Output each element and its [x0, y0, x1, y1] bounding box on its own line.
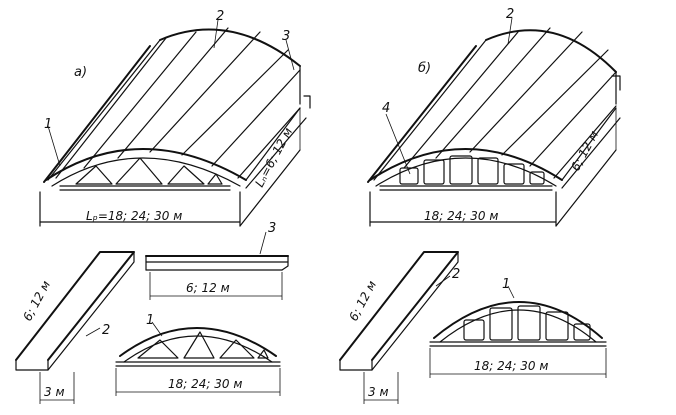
slab-left-length: 6; 12 м [20, 278, 53, 323]
front-truss-a [59, 157, 231, 191]
front-truss-b [379, 155, 553, 191]
truss-rect-callout: 1 [502, 277, 510, 292]
panel-b-letter: б) [418, 61, 431, 76]
roof-slabs-b [367, 27, 617, 187]
slab-left-width: 3 м [44, 385, 65, 399]
base-b [369, 75, 621, 227]
truss-rect-span: 18; 24; 30 м [474, 359, 548, 373]
callout-a-1: 1 [44, 117, 52, 132]
part-slab-right [339, 251, 459, 404]
base-a [39, 95, 311, 227]
roof-slabs-a [43, 27, 301, 187]
girder-length: 6; 12 м [186, 281, 230, 295]
length-label-b: 6; 12 м [568, 128, 601, 173]
span-label-b: 18; 24; 30 м [424, 209, 498, 223]
truss-tri-span: 18; 24; 30 м [168, 377, 242, 391]
callout-a-2: 2 [216, 9, 224, 24]
part-truss-rect [429, 285, 607, 378]
callout-b-2: 2 [506, 7, 514, 22]
slab-left-callout: 2 [102, 323, 110, 338]
panel-a-letter: а) [74, 65, 87, 80]
part-truss-triangular [115, 321, 281, 396]
part-slab-left [15, 251, 135, 404]
girder-callout: 3 [268, 221, 276, 236]
assembly-b [367, 17, 621, 227]
part-girder [145, 231, 289, 300]
length-label-a: Lₙ=6; 12 м [252, 125, 295, 189]
callout-a-3: 3 [282, 29, 290, 44]
callout-b-4: 4 [382, 101, 390, 116]
slab-right-callout: 2 [452, 267, 460, 282]
truss-tri-callout: 1 [146, 313, 154, 328]
slab-right-width: 3 м [368, 385, 389, 399]
span-label-a: Lₚ=18; 24; 30 м [86, 209, 182, 223]
assembly-a [39, 19, 311, 227]
